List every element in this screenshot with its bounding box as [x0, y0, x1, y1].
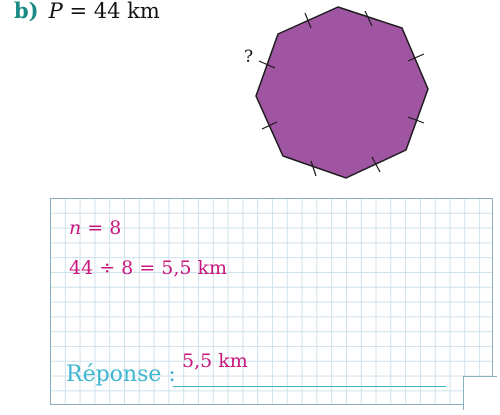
tick-mark — [304, 12, 312, 29]
tick-mark — [310, 160, 317, 177]
tick-mark — [258, 60, 276, 69]
calculation: 44 ÷ 8 = 5,5 km — [69, 257, 228, 279]
equal-side-marks — [258, 10, 425, 177]
answer-label: Réponse : — [66, 362, 176, 387]
n-variable: n — [69, 217, 82, 239]
tick-mark — [371, 156, 381, 173]
grid-notch — [463, 376, 497, 410]
octagon-figure: ? — [244, 6, 429, 179]
octagon — [255, 6, 429, 179]
side-count: n = 8 — [69, 217, 121, 239]
part-label: b) — [14, 0, 39, 23]
perimeter-statement: P = 44 km — [49, 0, 160, 23]
tick-mark — [407, 116, 425, 124]
tick-mark — [261, 121, 278, 130]
answer-grid — [50, 198, 493, 405]
tick-mark — [364, 10, 373, 27]
problem-header: b) P = 44 km — [14, 0, 160, 26]
perimeter-variable: P — [48, 0, 63, 23]
answer-line — [173, 386, 446, 387]
unknown-side-label: ? — [244, 47, 253, 67]
tick-mark — [407, 53, 425, 62]
perimeter-value: = 44 km — [62, 0, 160, 23]
n-value: = 8 — [81, 217, 122, 239]
answer-value: 5,5 km — [182, 350, 248, 372]
